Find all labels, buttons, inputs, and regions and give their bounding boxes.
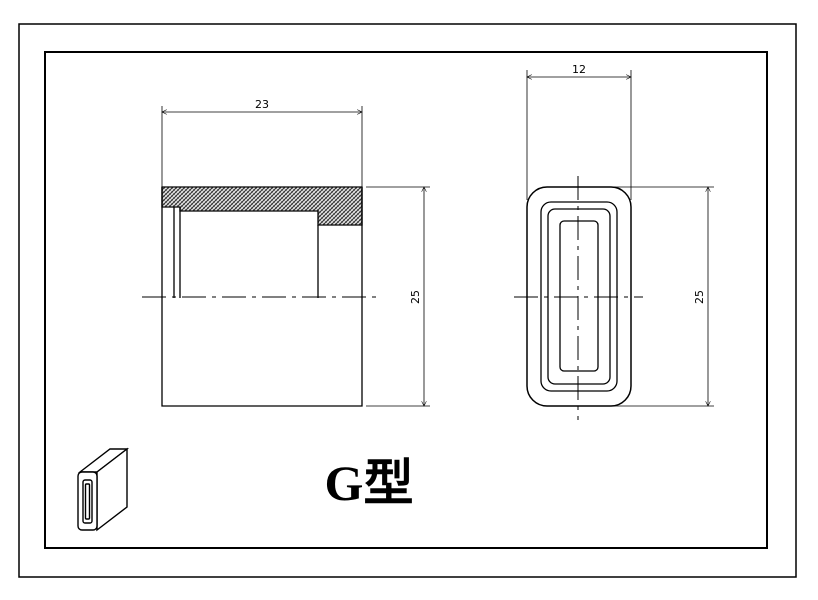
drawing-title: G型 [325,455,414,511]
side-view: 12 25 [514,63,714,420]
front-view: 23 25 [142,98,430,407]
front-section-hatch [161,186,363,226]
side-width-label: 12 [572,63,586,76]
core-isometric-icon [77,447,130,532]
outer-frame [18,23,797,578]
inner-frame [44,51,768,549]
front-height-label: 25 [409,290,422,304]
front-width-label: 23 [255,98,269,111]
side-height-label: 25 [693,290,706,304]
side-inner-slot [559,220,599,372]
